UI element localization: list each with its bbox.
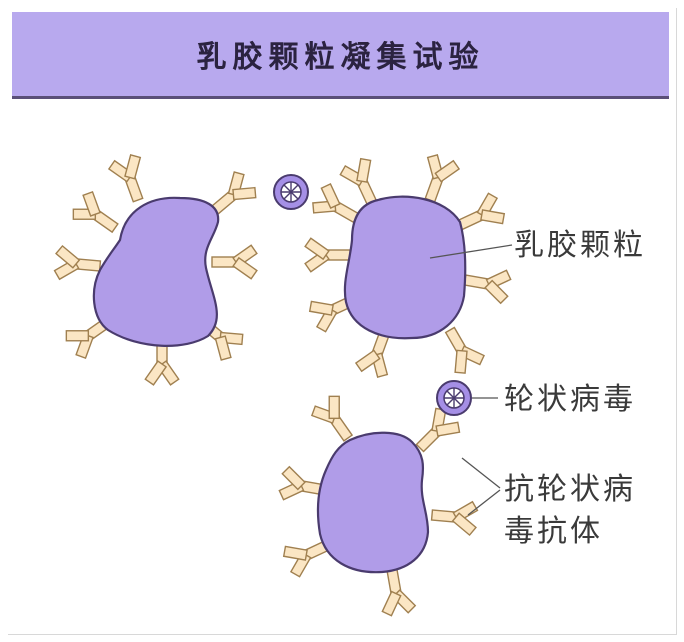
latex-particle-2 (345, 197, 465, 339)
label-rotavirus: 轮状病毒 (504, 380, 636, 420)
label-antibody-line2: 毒抗体 (504, 512, 603, 552)
antibody-leader-line (462, 458, 500, 488)
antibody (431, 498, 479, 535)
rotavirus-particle-top (274, 175, 308, 209)
antibody (462, 264, 512, 305)
antibody (212, 245, 257, 278)
antibody (54, 245, 102, 282)
rotavirus-particle-labeled (437, 381, 471, 415)
antibody (107, 152, 154, 206)
antibody (69, 189, 125, 242)
label-antibody-line1: 抗轮状病 (504, 470, 636, 510)
latex-particle-3 (318, 433, 428, 572)
label-latex-particle: 乳胶颗粒 (514, 226, 646, 266)
antibody (376, 567, 417, 617)
antibody (305, 238, 350, 271)
